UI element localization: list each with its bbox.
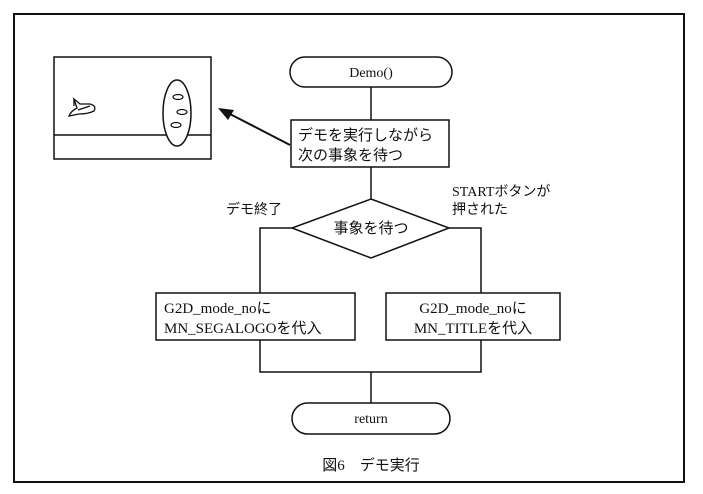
end-terminal-label: return xyxy=(354,412,387,427)
pointer-arrow xyxy=(227,112,291,146)
enemy-icon xyxy=(170,121,182,129)
branch-label-demo-end: デモ終了 xyxy=(226,201,282,218)
process-set-title xyxy=(385,292,561,341)
process-run-demo-line2: 次の事象を待つ xyxy=(298,147,403,164)
end-terminal xyxy=(291,402,451,435)
process-set-segalogo-line1: G2D_mode_noに xyxy=(164,301,272,317)
process-set-title-line2: MN_TITLEを代入 xyxy=(414,320,532,337)
branch-label-start-pressed-line2: 押された xyxy=(452,202,508,218)
enemy-icon xyxy=(176,108,188,116)
process-run-demo-line1: デモを実行しながら xyxy=(298,126,433,144)
start-terminal-label: Demo() xyxy=(349,66,393,81)
decision-wait-event xyxy=(289,198,452,259)
process-set-segalogo xyxy=(155,292,356,341)
process-set-segalogo-line2: MN_SEGALOGOを代入 xyxy=(164,320,322,337)
arrow-head-icon xyxy=(218,108,234,120)
decision-label: 事象を待つ xyxy=(333,220,408,237)
branch-label-start-pressed-line1: STARTボタンが xyxy=(452,184,550,200)
enemy-icon xyxy=(172,93,184,101)
process-run-demo xyxy=(290,119,450,168)
demo-screen-illustration xyxy=(53,56,212,160)
figure-caption: 図6 デモ実行 xyxy=(322,456,420,474)
process-set-title-line1: G2D_mode_noに xyxy=(419,301,527,317)
figure-frame xyxy=(13,13,685,483)
screen-frame xyxy=(53,56,212,160)
player-ship-icon xyxy=(67,97,96,117)
